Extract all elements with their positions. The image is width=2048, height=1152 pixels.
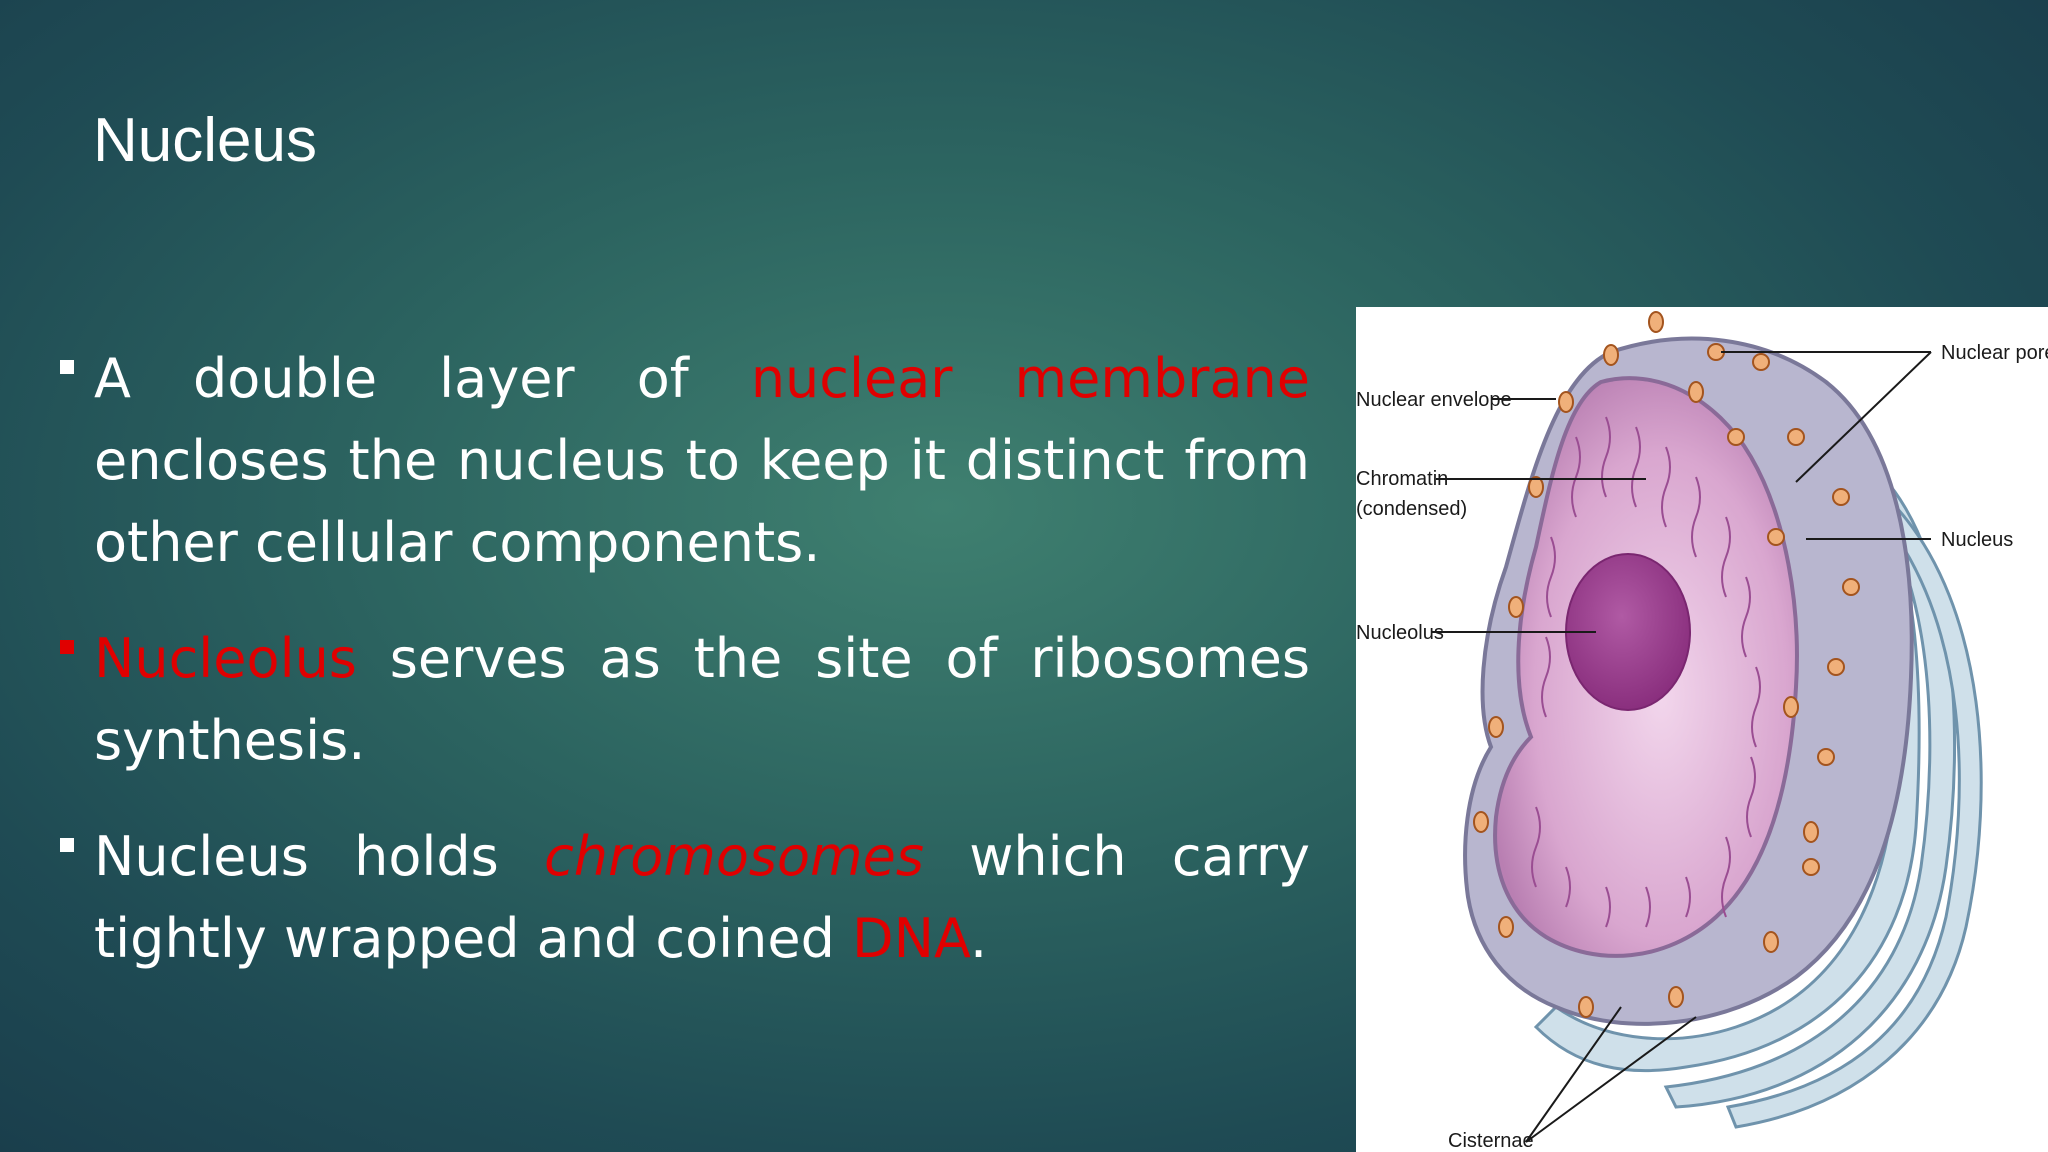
bullet-list: A double layer of nuclear membrane enclo… (60, 338, 1310, 1014)
highlight-term: nuclear membrane (750, 347, 1311, 410)
bullet-segment: which carry tightly wrapped and coined (94, 825, 1311, 970)
label-chromatin: Chromatin (1356, 468, 1448, 490)
label-nuclear-envelope: Nuclear envelope (1356, 389, 1512, 411)
bullet-marker (60, 640, 74, 654)
nucleus-illustration: Nuclear pores Nuclear envelope Chromatin… (1356, 311, 2048, 1152)
bullet-item: Nucleolus serves as the site of ribosome… (60, 618, 1310, 782)
highlight-term: Nucleolus (94, 627, 357, 690)
bullet-text: A double layer of nuclear membrane enclo… (94, 338, 1310, 584)
bullet-item: Nucleus holds chromosomes which carry ti… (60, 816, 1310, 980)
bullet-item: A double layer of nuclear membrane enclo… (60, 338, 1310, 584)
label-nuclear-pores: Nuclear pores (1941, 342, 2048, 364)
leader-lines (1431, 351, 1932, 1143)
chromatin-strands (1531, 416, 1761, 928)
slide-title: Nucleus (93, 106, 317, 175)
bullet-segment: . (970, 907, 988, 970)
label-cisternae: Cisternae (1448, 1130, 1534, 1152)
bullet-segment: Nucleus holds (94, 825, 545, 888)
bullet-segment: serves as the site of ribosomes synthesi… (94, 627, 1310, 772)
bullet-segment: A double layer of (94, 347, 751, 410)
nuclear-pores (1473, 311, 1860, 1018)
bullet-marker (60, 838, 74, 852)
bullet-segment: encloses the nucleus to keep it distinct… (94, 429, 1310, 574)
label-nucleolus: Nucleolus (1356, 622, 1444, 644)
highlight-term: DNA (852, 907, 970, 970)
label-nucleus: Nucleus (1941, 529, 2013, 551)
bullet-text: Nucleus holds chromosomes which carry ti… (94, 816, 1310, 980)
bullet-marker (60, 360, 74, 374)
label-chromatin-condensed: (condensed) (1356, 498, 1467, 520)
nucleus-diagram: Nuclear pores Nuclear envelope Chromatin… (1356, 307, 2048, 1152)
highlight-term: chromosomes (544, 825, 925, 888)
bullet-text: Nucleolus serves as the site of ribosome… (94, 618, 1310, 782)
